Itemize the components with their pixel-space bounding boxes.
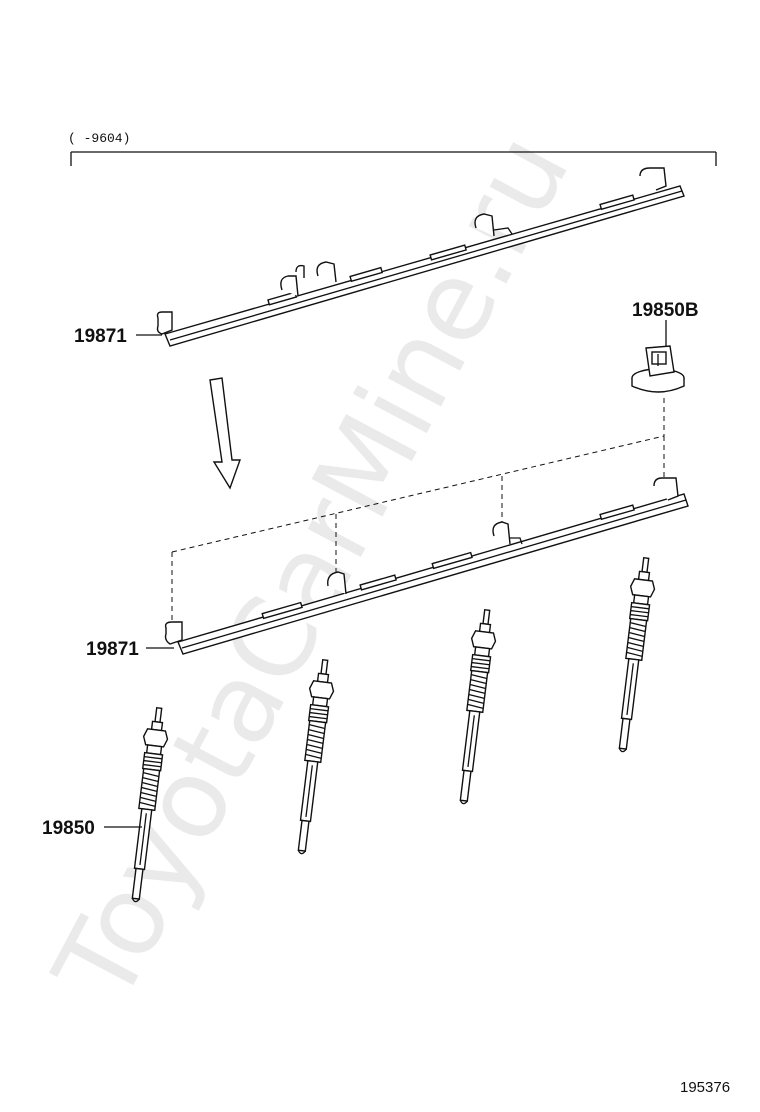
upper-connector-bar	[156, 167, 685, 347]
glow-plug-3	[450, 607, 500, 806]
terminal-cap	[631, 345, 685, 393]
part-label-19871-lower: 19871	[86, 639, 139, 660]
lower-connector-bar	[164, 477, 689, 655]
range-label: ( -9604)	[68, 131, 130, 146]
watermark-text: ToyotaCarMine.ru	[29, 114, 594, 1023]
applicability-bracket	[70, 151, 717, 166]
glow-plug-4	[609, 555, 659, 754]
part-label-19871-upper: 19871	[74, 326, 127, 347]
catalog-number: 195376	[680, 1079, 730, 1096]
assembly-arrow	[209, 377, 241, 490]
part-label-19850: 19850	[42, 818, 95, 839]
part-label-19850B: 19850B	[632, 300, 699, 321]
